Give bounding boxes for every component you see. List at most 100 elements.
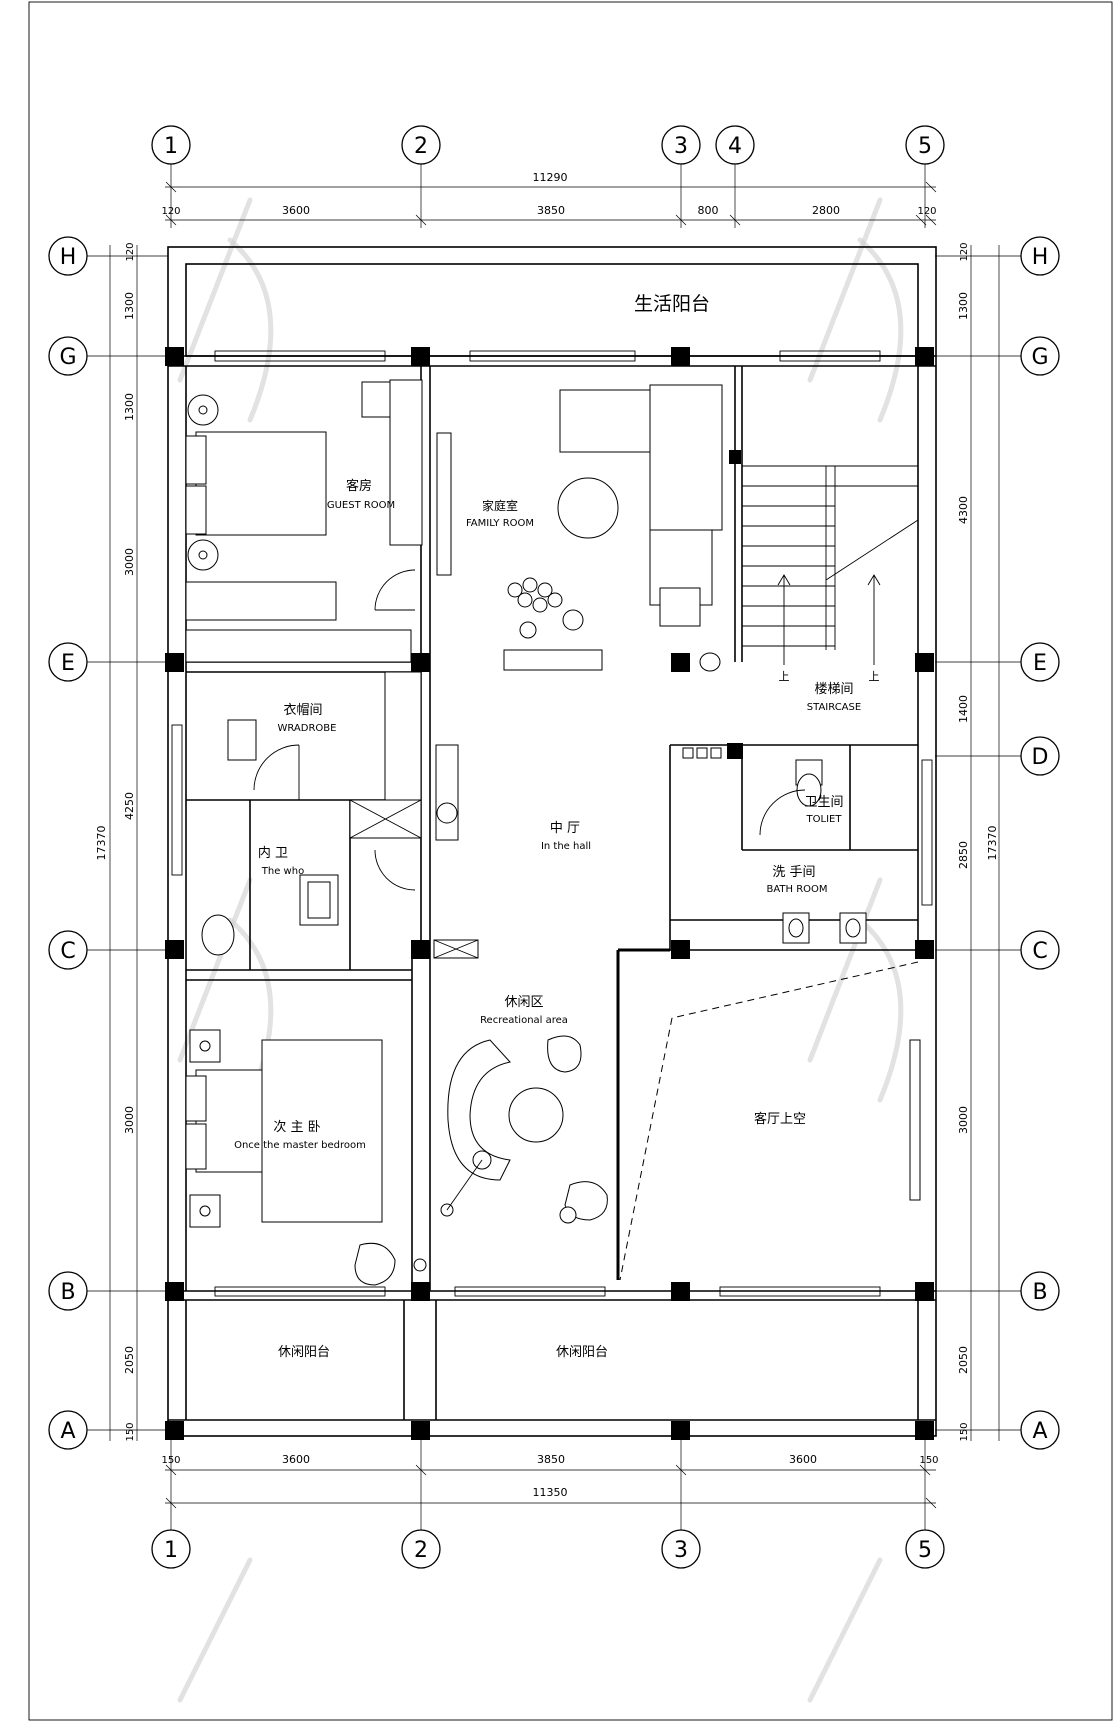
dim-top-seg-1: 120 (161, 206, 180, 217)
dim-top-seg-5: 2800 (812, 204, 840, 217)
axis-label-right-C: C (1032, 939, 1047, 964)
label-bath-en: BATH ROOM (766, 884, 827, 895)
dim-right-seg-8: 150 (959, 1422, 970, 1441)
dim-bottom-seg-5: 150 (919, 1455, 938, 1466)
wardrobe-furniture (227, 671, 422, 801)
dim-right-total: 17370 (986, 826, 999, 861)
label-toilet-cn: 卫生间 (804, 795, 843, 810)
axis-label-top-5: 5 (918, 134, 932, 159)
dim-top-seg-4: 800 (698, 204, 719, 217)
axis-label-bottom-5: 5 (918, 1538, 932, 1563)
label-second-master-cn: 次 主 卧 (273, 1119, 320, 1135)
axis-label-right-H: H (1032, 245, 1049, 270)
dim-left-seg-4: 3000 (123, 548, 136, 576)
dim-top-total: 11290 (533, 171, 568, 184)
dim-right-seg-5: 2850 (957, 841, 970, 869)
dim-bottom-seg-1: 150 (161, 1455, 180, 1466)
dim-left-seg-8: 150 (125, 1422, 136, 1441)
label-balcony-left: 休闲阳台 (278, 1345, 330, 1360)
axis-label-right-D: D (1032, 745, 1049, 770)
bottom-dimensions: 150 3600 3850 3600 150 11350 (161, 1440, 939, 1530)
dim-right-seg-2: 1300 (957, 292, 970, 320)
dim-left-seg-1: 120 (125, 242, 136, 261)
structural-columns (165, 347, 934, 1440)
axis-label-top-3: 3 (674, 134, 688, 159)
axis-label-left-E: E (61, 651, 75, 676)
void-area (619, 961, 921, 1281)
room-labels: 生活阳台 客房 GUEST ROOM 家庭室 FAMILY ROOM 衣帽间 W… (234, 293, 879, 1360)
label-hall-en: In the hall (541, 841, 591, 852)
recreation-furniture (440, 1035, 608, 1224)
top-axis-bubbles: 1 2 3 4 5 (151, 125, 945, 228)
axis-label-left-A: A (60, 1419, 75, 1444)
dim-bottom-seg-3: 3850 (537, 1453, 565, 1466)
dim-left-seg-3: 1300 (123, 393, 136, 421)
label-second-master-en: Once the master bedroom (234, 1140, 366, 1151)
axis-label-left-G: G (59, 345, 76, 370)
sheet-border (28, 1, 1113, 1721)
dim-left-seg-2: 1300 (123, 292, 136, 320)
family-room-furniture (436, 384, 723, 672)
axis-label-left-B: B (60, 1280, 75, 1305)
left-dimensions: 120 1300 1300 3000 4250 3000 2050 150 17… (95, 242, 138, 1442)
label-living-balcony: 生活阳台 (634, 293, 710, 315)
dim-left-seg-6: 3000 (123, 1106, 136, 1134)
dim-left-seg-7: 2050 (123, 1346, 136, 1374)
axis-label-top-1: 1 (164, 134, 178, 159)
dim-top-seg-3: 3850 (537, 204, 565, 217)
label-family-room-en: FAMILY ROOM (466, 518, 534, 529)
label-stair-up-1: 上 (779, 670, 790, 683)
label-staircase-cn: 楼梯间 (814, 682, 853, 697)
windows (171, 350, 933, 1297)
bottom-axis-bubbles: 1 2 3 5 (151, 1529, 945, 1569)
axis-label-right-E: E (1033, 651, 1047, 676)
staircase (742, 465, 919, 665)
right-axis-bubbles: H G E D C B A (935, 236, 1060, 1450)
axis-label-left-C: C (60, 939, 75, 964)
label-family-room-cn: 家庭室 (482, 498, 518, 513)
dim-bottom-seg-2: 3600 (282, 1453, 310, 1466)
dim-bottom-total: 11350 (533, 1486, 568, 1499)
label-hall-cn: 中 厅 (550, 821, 580, 836)
left-axis-bubbles: H G E C B A (48, 236, 168, 1450)
label-staircase-en: STAIRCASE (807, 702, 861, 713)
dim-bottom-seg-4: 3600 (789, 1453, 817, 1466)
label-wardrobe-en: WRADROBE (278, 723, 337, 734)
dim-left-seg-5: 4250 (123, 792, 136, 820)
second-master-furniture (185, 1029, 427, 1286)
dim-top-seg-6: 120 (917, 206, 936, 217)
label-void: 客厅上空 (754, 1111, 806, 1127)
dim-right-seg-6: 3000 (957, 1106, 970, 1134)
inner-bath-furniture (201, 799, 422, 956)
axis-label-right-G: G (1031, 345, 1048, 370)
label-inner-wc-en: The who (261, 866, 304, 877)
axis-label-bottom-2: 2 (414, 1538, 428, 1563)
label-guest-room-cn: 客房 (346, 478, 372, 494)
label-balcony-right: 休闲阳台 (556, 1345, 608, 1360)
toilet-and-bath-fixtures (682, 747, 867, 944)
ottoman-cluster (507, 577, 584, 639)
label-toilet-en: TOLIET (806, 814, 843, 825)
label-stair-up-2: 上 (869, 670, 880, 683)
axis-label-bottom-3: 3 (674, 1538, 688, 1563)
dim-right-seg-4: 1400 (957, 695, 970, 723)
top-dimensions: 11290 120 3600 3850 800 2800 120 (161, 171, 937, 226)
dim-top-seg-2: 3600 (282, 204, 310, 217)
label-bath-cn: 洗 手间 (772, 865, 815, 880)
guest-room-furniture (185, 379, 423, 663)
label-wardrobe-cn: 衣帽间 (283, 702, 322, 718)
axis-label-right-B: B (1032, 1280, 1047, 1305)
label-guest-room-en: GUEST ROOM (327, 500, 395, 511)
axis-label-left-H: H (60, 245, 77, 270)
axis-label-bottom-1: 1 (164, 1538, 178, 1563)
axis-label-top-4: 4 (728, 134, 742, 159)
label-recreation-cn: 休闲区 (504, 995, 543, 1010)
label-recreation-en: Recreational area (480, 1015, 568, 1026)
axis-label-top-2: 2 (414, 134, 428, 159)
axis-label-right-A: A (1032, 1419, 1047, 1444)
dim-left-total: 17370 (95, 826, 108, 861)
label-inner-wc-cn: 内 卫 (258, 845, 288, 861)
dim-right-seg-3: 4300 (957, 496, 970, 524)
hall-furniture (433, 744, 479, 959)
